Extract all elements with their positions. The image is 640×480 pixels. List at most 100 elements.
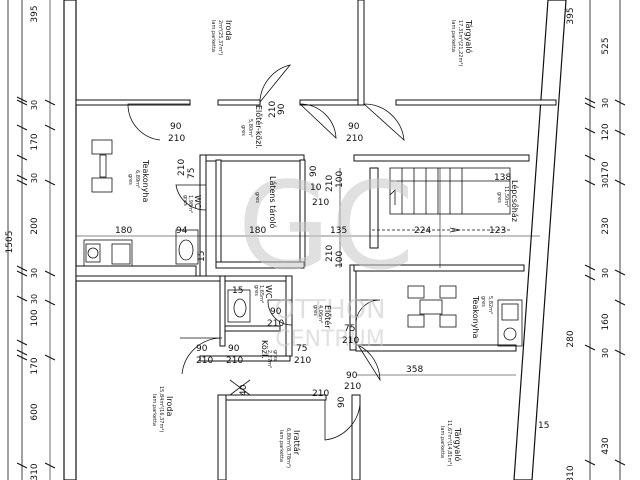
door-label: 210 bbox=[344, 382, 361, 392]
room-teakonyha-left: Teakonyha 6,89m² gres bbox=[127, 159, 150, 202]
door-label: 90 bbox=[348, 122, 360, 132]
right-dim-4: 230 bbox=[601, 217, 611, 234]
svg-text:17,31m²(21,22m²): 17,31m²(21,22m²) bbox=[457, 20, 463, 66]
door-label: 75 bbox=[296, 344, 307, 354]
right-dim-5: 160 bbox=[601, 313, 611, 330]
svg-text:gres: gres bbox=[182, 195, 188, 206]
svg-text:Iroda: Iroda bbox=[224, 20, 233, 40]
interior-dimension-labels: 180 94 180 135 224 123 138 358 15 15 15 … bbox=[115, 173, 549, 431]
interior-dim: 138 bbox=[494, 173, 511, 183]
room-kozl: Közl. 2,27m² gres bbox=[260, 340, 278, 368]
left-dim-4: 170 bbox=[30, 357, 40, 374]
room-latens-tarolo: Látens tároló gres bbox=[254, 176, 278, 228]
left-dim-sub-2: 30 bbox=[30, 268, 39, 278]
doors bbox=[127, 64, 405, 441]
svg-text:Látens tároló: Látens tároló bbox=[268, 176, 278, 228]
room-eloter: Előtér 4,06m² gres bbox=[312, 305, 333, 329]
door-label: 75 bbox=[344, 324, 355, 334]
door-label: 210 bbox=[325, 245, 335, 262]
watermark-monogram: GC bbox=[238, 158, 415, 297]
left-dim-sub-1: 30 bbox=[30, 173, 39, 183]
right-dim-sub-3: 30 bbox=[601, 348, 610, 358]
watermark-logo: GC OTTHON CENTRUM bbox=[238, 158, 415, 352]
svg-text:gres: gres bbox=[272, 350, 278, 361]
svg-text:Iroda: Iroda bbox=[165, 396, 174, 416]
interior-dim: 40 bbox=[239, 384, 249, 396]
svg-text:11,67m²(14,81m²): 11,67m²(14,81m²) bbox=[446, 420, 452, 466]
left-dim-3: 100 bbox=[30, 309, 40, 326]
door-label: 90 bbox=[196, 344, 208, 354]
left-dim-0: 395 bbox=[30, 5, 40, 22]
right-dim-sub-0: 30 bbox=[601, 98, 610, 108]
room-wc-mid: WC 1,65m² gres bbox=[253, 285, 273, 303]
door-label: 210 bbox=[325, 175, 335, 192]
room-targyalo-bottom: Tárgyaló 11,67m²(14,81m²) lam.parketta bbox=[439, 420, 463, 466]
svg-text:WC: WC bbox=[193, 195, 202, 209]
total-dim: 1505 bbox=[5, 231, 15, 254]
interior-dim: 15 bbox=[232, 286, 243, 296]
svg-text:11,50m²: 11,50m² bbox=[503, 186, 509, 207]
svg-text:1,98m²: 1,98m² bbox=[187, 195, 193, 213]
svg-text:Teakonyha: Teakonyha bbox=[141, 159, 150, 202]
svg-text:5,80m²: 5,80m² bbox=[247, 119, 253, 137]
room-irattar: Irattár 6,80m²(8,78m²) lam.parketta bbox=[278, 428, 301, 468]
room-iroda-top: Iroda 2m²(25,37m²) lam.parketta bbox=[210, 20, 233, 55]
left-dim-6: 310 bbox=[30, 463, 40, 480]
door-label: 210 bbox=[312, 389, 329, 399]
door-label: 90 bbox=[337, 396, 347, 408]
svg-text:lam.parketta: lam.parketta bbox=[278, 430, 284, 462]
door-label: 100 bbox=[335, 251, 345, 268]
svg-text:Tárgyaló: Tárgyaló bbox=[464, 19, 474, 54]
door-label: 90 bbox=[170, 122, 182, 132]
door-label: 90 bbox=[277, 103, 287, 115]
right-dim-6: 280 bbox=[566, 330, 576, 347]
right-dim-1: 525 bbox=[601, 37, 611, 54]
interior-dim: 180 bbox=[115, 226, 132, 236]
door-label: 90 bbox=[270, 307, 282, 317]
interior-dim: 15 bbox=[538, 421, 549, 431]
interior-dim: 94 bbox=[176, 226, 188, 236]
door-label: 90 bbox=[309, 165, 319, 177]
svg-text:gres: gres bbox=[240, 125, 246, 136]
svg-text:gres: gres bbox=[496, 192, 502, 203]
svg-text:lam.parketta: lam.parketta bbox=[210, 20, 216, 52]
door-dimension-labels: 90 210 90 210 90 210 75 210 90 210 100 2… bbox=[168, 101, 363, 408]
right-dim-3: 170 bbox=[601, 161, 611, 178]
interior-dim: 10 bbox=[310, 183, 322, 193]
svg-text:Közl.: Közl. bbox=[260, 340, 269, 359]
door-label: 210 bbox=[196, 356, 213, 366]
left-dim-sub-3: 30 bbox=[30, 294, 39, 304]
svg-text:4,06m²: 4,06m² bbox=[317, 305, 323, 323]
left-dim-sub-0: 30 bbox=[30, 100, 39, 110]
door-label: 210 bbox=[168, 134, 185, 144]
door-label: 210 bbox=[346, 134, 363, 144]
door-label: 210 bbox=[342, 336, 359, 346]
door-label: 75 bbox=[187, 168, 197, 179]
interior-dim: 135 bbox=[330, 226, 347, 236]
door-label: 100 bbox=[335, 171, 345, 188]
watermark-brand-top: OTTHON bbox=[274, 295, 385, 325]
room-labels: Iroda 2m²(25,37m²) lam.parketta Tárgyaló… bbox=[127, 19, 520, 468]
door-label: 210 bbox=[312, 198, 329, 208]
svg-text:2,27m²: 2,27m² bbox=[266, 350, 272, 368]
right-dim-sub-1: 30 bbox=[601, 178, 610, 188]
outer-walls bbox=[63, 0, 567, 480]
door-label: 90 bbox=[228, 344, 240, 354]
room-teakonyha-right: Teakonyha 5,82m² gres bbox=[471, 295, 493, 338]
interior-walls bbox=[75, 0, 557, 480]
fixtures bbox=[83, 139, 523, 396]
left-dim-2: 200 bbox=[30, 217, 40, 234]
room-wc-top: WC 1,98m² gres bbox=[182, 195, 202, 213]
right-dim-0: 395 bbox=[566, 7, 576, 24]
interior-dim: 15 bbox=[197, 251, 207, 262]
svg-text:6,80m²(8,78m²): 6,80m²(8,78m²) bbox=[285, 428, 291, 468]
room-targyalo-top: Tárgyaló 17,31m²(21,22m²) lam.parketta bbox=[450, 19, 474, 66]
room-iroda-bottom: Iroda 15,84m²(16,37m²) lam.parketta bbox=[151, 386, 174, 432]
right-dimension-chain: 395 525 120 170 230 160 280 430 310 30 3… bbox=[566, 0, 626, 480]
right-dim-2: 120 bbox=[601, 123, 611, 140]
watermark-brand-bottom: CENTRUM bbox=[275, 327, 385, 352]
svg-text:Teakonyha: Teakonyha bbox=[471, 295, 480, 338]
svg-text:gres: gres bbox=[253, 285, 259, 296]
svg-text:15,84m²(16,37m²): 15,84m²(16,37m²) bbox=[158, 386, 164, 432]
